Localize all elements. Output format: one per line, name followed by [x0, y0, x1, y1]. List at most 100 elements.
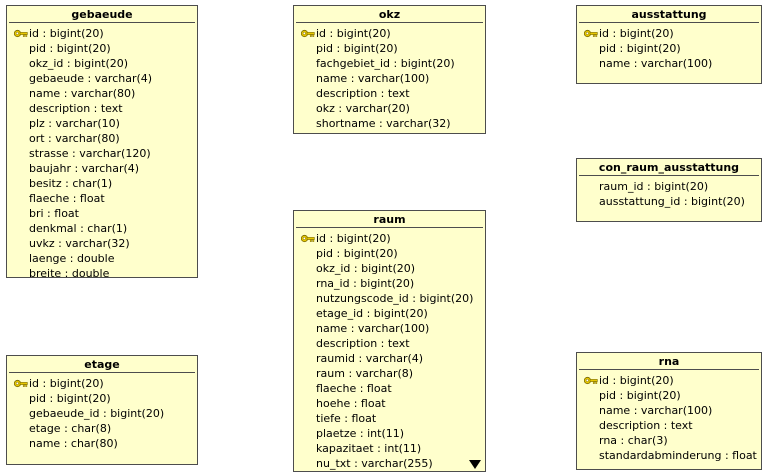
field-label: description : text — [29, 102, 123, 115]
field-row[interactable]: okz_id : bigint(20) — [7, 56, 197, 71]
field-row[interactable]: nutzungscode_id : bigint(20) — [294, 291, 485, 306]
field-indent-spacer — [301, 101, 316, 116]
field-indent-spacer — [301, 351, 316, 366]
field-indent-spacer — [301, 306, 316, 321]
field-row[interactable]: fachgebiet_id : bigint(20) — [294, 56, 485, 71]
field-row[interactable]: pid : bigint(20) — [294, 246, 485, 261]
field-label: description : text — [316, 337, 410, 350]
field-row[interactable]: uvkz : varchar(32) — [7, 236, 197, 251]
field-indent-spacer — [301, 456, 316, 471]
field-row[interactable]: gebaeude : varchar(4) — [7, 71, 197, 86]
field-row[interactable]: standardabminderung : float — [577, 448, 761, 463]
field-indent-spacer — [301, 336, 316, 351]
field-row[interactable]: ausstattung_id : bigint(20) — [577, 194, 761, 209]
field-row[interactable]: nu_txt : varchar(255) — [294, 456, 485, 471]
field-row[interactable]: raum : varchar(8) — [294, 366, 485, 381]
field-row[interactable]: name : varchar(80) — [7, 86, 197, 101]
field-row[interactable]: bri : float — [7, 206, 197, 221]
field-row[interactable]: gebaeude_id : bigint(20) — [7, 406, 197, 421]
field-label: ausstattung_id : bigint(20) — [599, 195, 745, 208]
field-row[interactable]: pid : bigint(20) — [7, 41, 197, 56]
field-indent-spacer — [14, 406, 29, 421]
field-row[interactable]: denkmal : char(1) — [7, 221, 197, 236]
field-row[interactable]: flaeche : float — [7, 191, 197, 206]
field-indent-spacer — [14, 56, 29, 71]
field-row[interactable]: pid : bigint(20) — [577, 388, 761, 403]
field-label: pid : bigint(20) — [29, 42, 111, 55]
primary-key-icon — [301, 26, 316, 41]
field-row[interactable]: description : text — [577, 418, 761, 433]
field-label: pid : bigint(20) — [599, 389, 681, 402]
field-indent-spacer — [14, 161, 29, 176]
field-row-primary-key[interactable]: id : bigint(20) — [294, 26, 485, 41]
field-row[interactable]: okz : varchar(20) — [294, 101, 485, 116]
field-row[interactable]: raum_id : bigint(20) — [577, 179, 761, 194]
field-row[interactable]: pid : bigint(20) — [294, 41, 485, 56]
field-row[interactable]: name : varchar(100) — [577, 56, 761, 71]
field-row[interactable]: plz : varchar(10) — [7, 116, 197, 131]
field-indent-spacer — [301, 276, 316, 291]
field-row[interactable]: breite : double — [7, 266, 197, 277]
field-indent-spacer — [14, 191, 29, 206]
field-row[interactable]: raumid : varchar(4) — [294, 351, 485, 366]
field-row[interactable]: rna : char(3) — [577, 433, 761, 448]
field-row-primary-key[interactable]: id : bigint(20) — [7, 26, 197, 41]
field-row[interactable]: kapazitaet : int(11) — [294, 441, 485, 456]
field-label: etage_id : bigint(20) — [316, 307, 428, 320]
field-row[interactable]: hoehe : float — [294, 396, 485, 411]
field-row[interactable]: plaetze : int(11) — [294, 426, 485, 441]
field-label: fachgebiet_id : bigint(20) — [316, 57, 455, 70]
field-row[interactable]: ort : varchar(80) — [7, 131, 197, 146]
entity-fields-con_raum_ausstattung: raum_id : bigint(20) ausstattung_id : big… — [577, 176, 761, 212]
field-row[interactable]: name : varchar(100) — [294, 321, 485, 336]
entity-title-gebaeude: gebaeude — [7, 6, 197, 23]
field-indent-spacer — [584, 41, 599, 56]
field-row[interactable]: etage : char(8) — [7, 421, 197, 436]
field-indent-spacer — [584, 388, 599, 403]
field-label: pid : bigint(20) — [29, 392, 111, 405]
field-row[interactable]: shortname : varchar(32) — [294, 116, 485, 131]
scroll-down-arrow-icon[interactable] — [469, 460, 481, 469]
field-indent-spacer — [301, 246, 316, 261]
entity-title-ausstattung: ausstattung — [577, 6, 761, 23]
field-row[interactable]: etage_id : bigint(20) — [294, 306, 485, 321]
field-indent-spacer — [14, 221, 29, 236]
entity-ausstattung[interactable]: ausstattung id : bigint(20)pid : bigint(2… — [576, 5, 762, 84]
entity-fields-gebaeude: id : bigint(20)pid : bigint(20)okz_id : … — [7, 23, 197, 277]
field-row[interactable]: rna_id : bigint(20) — [294, 276, 485, 291]
entity-fields-etage: id : bigint(20)pid : bigint(20)gebaeude_… — [7, 373, 197, 454]
field-row[interactable]: tiefe : float — [294, 411, 485, 426]
field-row[interactable]: name : varchar(100) — [577, 403, 761, 418]
field-row[interactable]: name : char(80) — [7, 436, 197, 451]
field-row[interactable]: name : varchar(100) — [294, 71, 485, 86]
field-label: name : varchar(100) — [599, 404, 713, 417]
field-indent-spacer — [301, 396, 316, 411]
field-row[interactable]: pid : bigint(20) — [7, 391, 197, 406]
field-row[interactable]: laenge : double — [7, 251, 197, 266]
field-row[interactable]: besitz : char(1) — [7, 176, 197, 191]
field-label: laenge : double — [29, 252, 115, 265]
field-row[interactable]: pid : bigint(20) — [577, 41, 761, 56]
field-row[interactable]: okz_id : bigint(20) — [294, 261, 485, 276]
field-label: nu_txt : varchar(255) — [316, 457, 433, 470]
field-row-primary-key[interactable]: id : bigint(20) — [577, 26, 761, 41]
field-row[interactable]: description : text — [294, 86, 485, 101]
field-indent-spacer — [301, 441, 316, 456]
field-row-primary-key[interactable]: id : bigint(20) — [7, 376, 197, 391]
field-row[interactable]: strasse : varchar(120) — [7, 146, 197, 161]
field-row[interactable]: baujahr : varchar(4) — [7, 161, 197, 176]
field-label: okz_id : bigint(20) — [316, 262, 416, 275]
field-indent-spacer — [584, 179, 599, 194]
field-row[interactable]: description : text — [7, 101, 197, 116]
field-label: raum_id : bigint(20) — [599, 180, 709, 193]
field-row[interactable]: description : text — [294, 336, 485, 351]
field-row-primary-key[interactable]: id : bigint(20) — [294, 231, 485, 246]
field-row[interactable]: flaeche : float — [294, 381, 485, 396]
field-row-primary-key[interactable]: id : bigint(20) — [577, 373, 761, 388]
